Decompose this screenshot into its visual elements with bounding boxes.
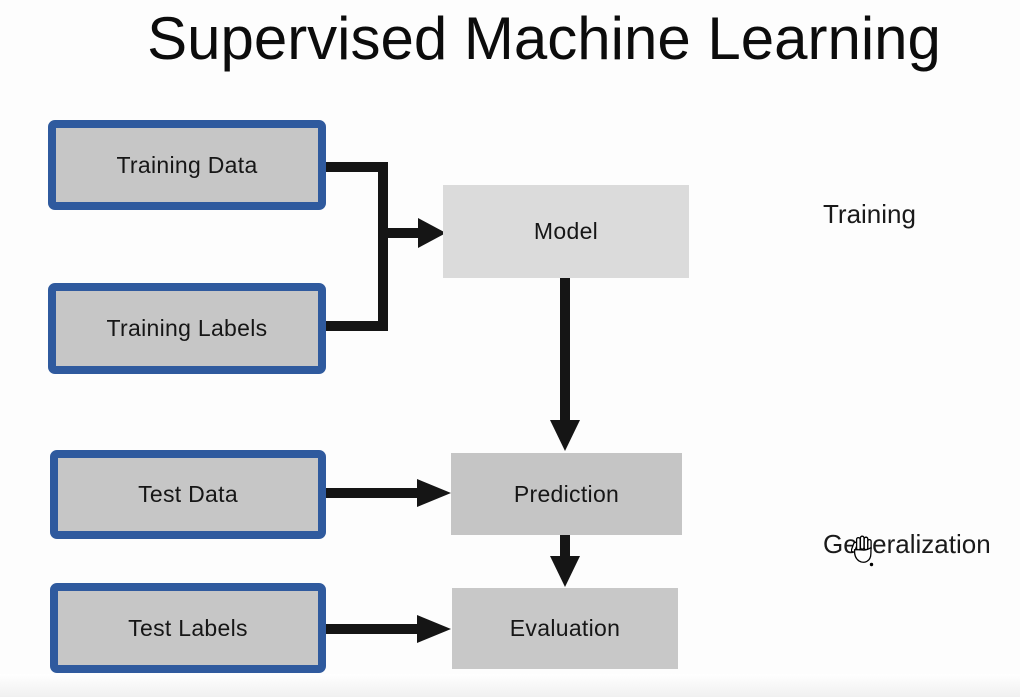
node-training-data: Training Data: [48, 120, 326, 210]
node-test-labels-label: Test Labels: [128, 614, 248, 641]
node-model: Model: [443, 185, 689, 278]
page-title-text: Supervised Machine Learning: [147, 5, 941, 72]
node-evaluation-label: Evaluation: [509, 615, 621, 641]
arrowhead-to-model: [418, 218, 446, 248]
node-test-data: Test Data: [50, 450, 326, 539]
cursor-dot: [869, 562, 874, 567]
open-hand-cursor-icon: [851, 535, 874, 567]
node-test-data-label: Test Data: [138, 481, 238, 507]
node-test-labels: Test Labels: [50, 583, 326, 673]
arrowhead-model-to-prediction: [550, 420, 580, 451]
phase-label-generalization: Generalization: [823, 529, 991, 559]
phase-label-training: Training: [823, 199, 916, 229]
bottom-edge-strip: [0, 674, 1020, 697]
node-evaluation: Evaluation: [452, 588, 678, 669]
arrowhead-prediction-to-evaluation: [550, 556, 580, 587]
node-model-label: Model: [533, 218, 599, 244]
edge-training-bracket: [326, 162, 388, 331]
node-training-data-label: Training Data: [116, 151, 258, 178]
arrowhead-testdata-to-prediction: [417, 479, 451, 507]
node-training-labels-label: Training Labels: [106, 315, 268, 341]
page-title: Supervised Machine Learning: [0, 6, 1020, 72]
arrowhead-testlabels-to-evaluation: [417, 615, 451, 643]
node-prediction: Prediction: [451, 453, 682, 535]
node-training-labels: Training Labels: [48, 283, 326, 374]
node-prediction-label: Prediction: [513, 480, 620, 507]
